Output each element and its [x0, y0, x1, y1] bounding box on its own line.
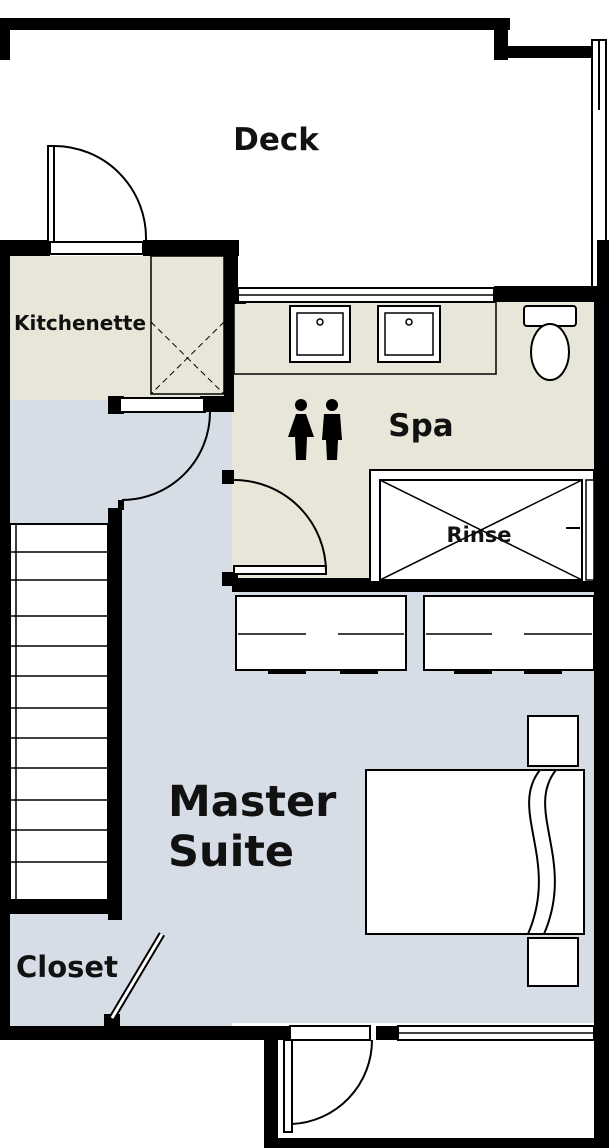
dresser-right	[423, 595, 595, 674]
vanity-counter	[233, 301, 497, 375]
rinse-label: Rinse	[446, 523, 511, 547]
kitchenette-door[interactable]	[118, 411, 211, 510]
closet-label: Closet	[16, 950, 118, 984]
stairs	[9, 523, 109, 901]
closet-door[interactable]	[108, 932, 166, 1020]
deck-label: Deck	[233, 122, 320, 158]
restroom-icon	[288, 399, 342, 460]
toilet	[523, 305, 577, 381]
kitchenette-label: Kitchenette	[14, 311, 146, 335]
south-door[interactable]	[283, 1039, 374, 1133]
spa-label: Spa	[388, 408, 453, 444]
spa-door[interactable]	[233, 479, 327, 575]
master-suite-label-line2: Suite	[168, 827, 294, 877]
kitchenette-cabinet	[150, 255, 225, 395]
building-walls	[0, 240, 609, 1148]
closet-floor	[8, 912, 112, 1022]
sink-left	[289, 305, 351, 363]
sink-right	[377, 305, 441, 363]
kitchenette-floor	[8, 256, 232, 400]
dresser-left	[235, 595, 407, 674]
nightstand-top	[527, 715, 579, 767]
nightstand-bottom	[527, 937, 579, 987]
deck-door[interactable]	[47, 145, 148, 243]
rinse-shower	[369, 469, 595, 583]
deck-walls	[0, 18, 609, 300]
master-suite-label-line1: Master	[168, 777, 337, 827]
bed	[365, 769, 585, 935]
